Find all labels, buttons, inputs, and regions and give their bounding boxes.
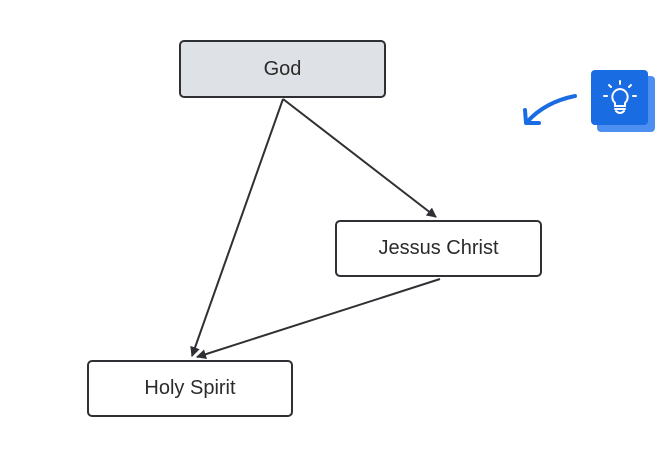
- edge-god-to-jesus-christ[interactable]: [282, 98, 437, 218]
- node-jesus-christ[interactable]: Jessus Christ: [335, 220, 542, 277]
- node-holy-spirit[interactable]: Holy Spirit: [87, 360, 293, 417]
- node-holy-spirit-label: Holy Spirit: [144, 377, 236, 399]
- edge-god-to-holy-spirit[interactable]: [190, 98, 284, 357]
- node-jesus-christ-label: Jessus Christ: [378, 237, 499, 259]
- node-god-label: God: [263, 57, 302, 80]
- hint-button-face[interactable]: [591, 70, 648, 125]
- hint-button[interactable]: [591, 70, 655, 132]
- node-god[interactable]: God: [179, 40, 386, 98]
- curved-arrow-icon: [523, 94, 577, 125]
- edge-jesus-christ-to-holy-spirit[interactable]: [196, 278, 441, 360]
- lightbulb-icon: [602, 79, 637, 114]
